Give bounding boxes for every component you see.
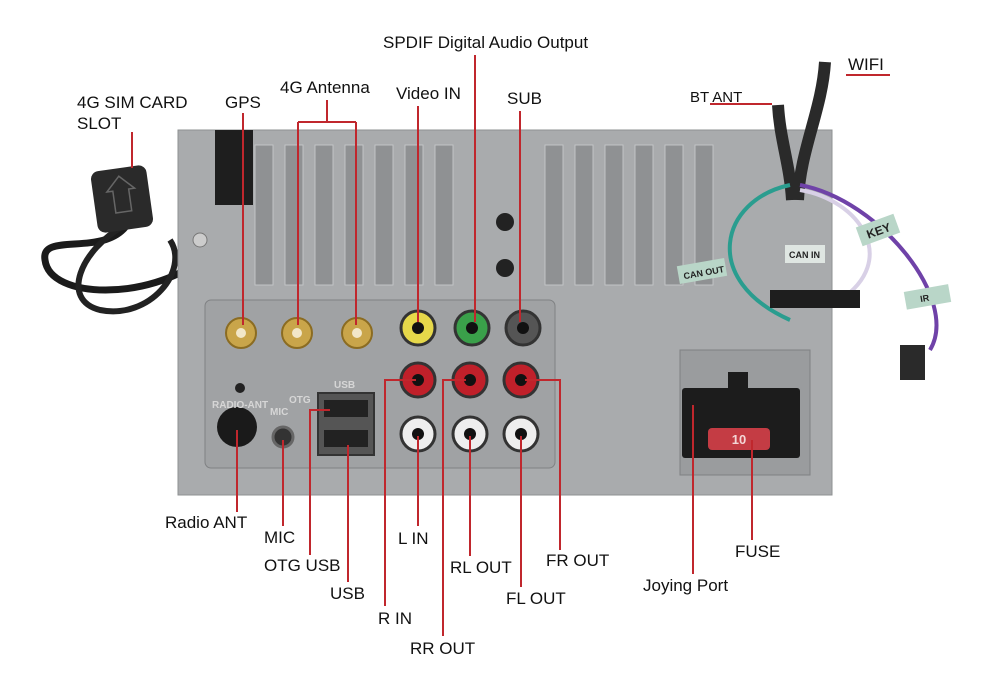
sim-arrow-icon xyxy=(105,175,137,214)
label-sim-line2: SLOT xyxy=(77,114,122,133)
label-wifi: WIFI xyxy=(848,55,884,74)
label-gps: GPS xyxy=(225,93,261,112)
fuse-rating: 10 xyxy=(732,432,746,447)
panel-usb-mark: USB xyxy=(334,380,355,391)
label-mic: MIC xyxy=(264,528,296,547)
label-video-in: Video IN xyxy=(396,84,461,103)
panel-mic-mark: MIC xyxy=(270,407,288,418)
label-fuse: FUSE xyxy=(735,542,781,561)
label-l-in: L IN xyxy=(398,529,429,548)
label-r-in: R IN xyxy=(378,609,412,628)
label-bt-ant: BT ANT xyxy=(690,89,743,106)
label-usb: USB xyxy=(330,584,365,603)
bt-antenna xyxy=(772,104,798,201)
label-sub: SUB xyxy=(507,89,542,108)
label-rr-out: RR OUT xyxy=(410,639,476,658)
label-fl-out: FL OUT xyxy=(506,589,566,608)
radio-ant-port xyxy=(217,407,257,447)
label-fr-out: FR OUT xyxy=(546,551,610,570)
label-4g-antenna: 4G Antenna xyxy=(280,78,370,97)
panel-otg-mark: OTG xyxy=(289,395,311,406)
leader-lines xyxy=(131,55,890,636)
label-spdif: SPDIF Digital Audio Output xyxy=(383,33,589,52)
panel-radio-ant-mark: RADIO-ANT xyxy=(212,400,268,411)
ir-tag: IR xyxy=(919,293,930,304)
sim-cable-loop xyxy=(75,222,179,315)
label-joying-port: Joying Port xyxy=(643,576,729,595)
can-in-tag: CAN IN xyxy=(789,250,820,260)
label-sim-line1: 4G SIM CARD xyxy=(77,93,188,112)
connector-recess xyxy=(204,299,556,469)
fuse xyxy=(708,428,770,450)
wifi-antenna xyxy=(792,61,831,201)
label-radio-ant: Radio ANT xyxy=(165,513,248,532)
sim-card-slot-icon xyxy=(90,165,154,233)
label-rl-out: RL OUT xyxy=(450,558,512,577)
label-otg-usb: OTG USB xyxy=(264,556,341,575)
gps-cable-block xyxy=(215,130,253,205)
